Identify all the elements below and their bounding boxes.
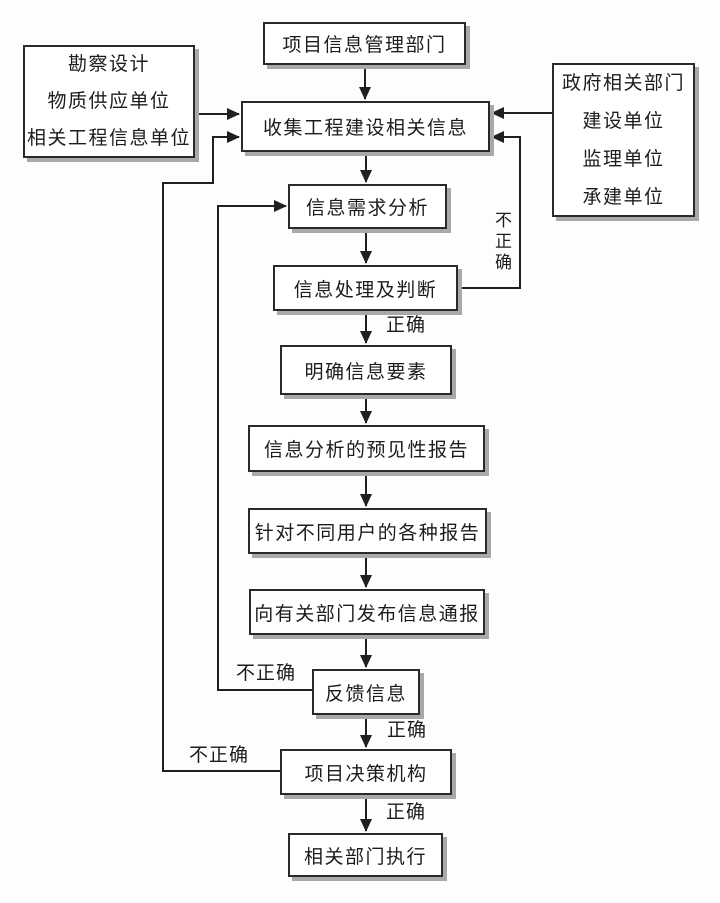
node-label: 针对不同用户的各种报告 [254,521,481,544]
edge-label-correct-decision: 正确 [386,801,427,823]
node-label: 反馈信息 [324,682,407,705]
node-departments-execute: 相关部门执行 [288,833,443,877]
node-line: 物质供应单位 [47,90,171,112]
edge-processing-incorrect-loop [458,131,521,289]
node-label: 收集工程建设相关信息 [262,117,468,139]
node-user-reports: 针对不同用户的各种报告 [248,508,487,554]
edge-label-correct-processing: 正确 [386,314,427,336]
node-feedback-info: 反馈信息 [312,669,420,715]
edge-decision-incorrect-loop [162,131,280,772]
node-line: 政府相关部门 [561,72,685,94]
node-label: 向有关部门发布信息通报 [254,602,480,625]
node-publish-bulletin: 向有关部门发布信息通报 [249,589,485,635]
edge-feedback-incorrect-loop [217,200,312,691]
node-line: 承建单位 [582,186,665,208]
node-forecast-report: 信息分析的预见性报告 [248,425,485,472]
node-project-info-dept: 项目信息管理部门 [263,22,466,65]
node-line: 监理单位 [582,148,665,170]
node-demand-analysis: 信息需求分析 [288,184,447,229]
node-decision-body: 项目决策机构 [280,749,452,795]
node-label: 项目决策机构 [304,762,428,785]
node-line: 建设单位 [582,110,665,132]
edge-label-incorrect-feedback: 不正确 [236,662,297,684]
node-label: 信息处理及判断 [293,278,438,301]
node-label: 信息分析的预见性报告 [263,439,469,461]
node-clarify-elements: 明确信息要素 [280,345,452,395]
node-collect-info: 收集工程建设相关信息 [241,101,490,152]
node-line: 相关工程信息单位 [26,127,191,149]
edge-label-correct-feedback: 正确 [387,719,428,741]
node-label: 相关部门执行 [303,845,427,868]
node-processing-judgment: 信息处理及判断 [273,265,458,311]
node-left-sources: 勘察设计 物质供应单位 相关工程信息单位 [23,45,195,158]
node-right-sources: 政府相关部门 建设单位 监理单位 承建单位 [552,63,695,217]
node-line: 勘察设计 [67,53,150,75]
edge-label-incorrect-processing: 不正确 [491,211,511,274]
edge-label-incorrect-decision: 不正确 [189,744,250,766]
node-label: 明确信息要素 [304,360,428,383]
node-label: 项目信息管理部门 [282,34,447,56]
node-label: 信息需求分析 [305,197,429,219]
